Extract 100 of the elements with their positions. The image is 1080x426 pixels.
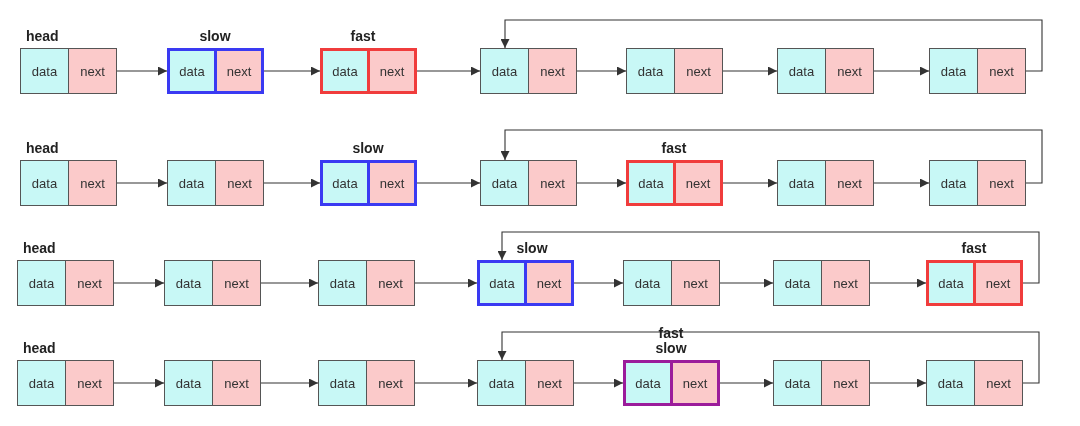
data-field: data [319, 261, 366, 305]
pointer-label: fast [961, 241, 987, 256]
data-field: data [929, 263, 973, 303]
pointer-label: slow [655, 341, 687, 356]
linked-list-node [477, 360, 574, 406]
arrow [500, 19, 1043, 72]
data-field: data [323, 51, 367, 91]
linked-list-node [929, 48, 1026, 94]
arrow [113, 278, 165, 288]
linked-list-node [20, 160, 117, 206]
linked-list-node [318, 360, 415, 406]
data-field: data [774, 261, 821, 305]
data-field: data [778, 161, 825, 205]
data-field: data [778, 49, 825, 93]
pointer-label: slow [516, 241, 548, 256]
next-field: next [673, 163, 720, 203]
next-field: next [825, 49, 873, 93]
linked-list-node [318, 260, 415, 306]
linked-list-node [477, 260, 574, 306]
arrow [113, 378, 165, 388]
pointer-label: slow [352, 141, 384, 156]
data-field: data [930, 49, 977, 93]
pointer-label: fast [661, 141, 687, 156]
next-field: next [977, 49, 1025, 93]
next-field: next [366, 261, 414, 305]
data-field: data [930, 161, 977, 205]
data-field: data [478, 361, 525, 405]
pointer-label: head [23, 341, 56, 356]
linked-list-node [926, 260, 1023, 306]
pointer-label: head [26, 141, 59, 156]
next-field: next [65, 361, 113, 405]
next-field: next [973, 263, 1020, 303]
next-field: next [68, 161, 116, 205]
data-field: data [323, 163, 367, 203]
arrow [416, 178, 481, 188]
linked-list-node [480, 48, 577, 94]
arrow [260, 278, 319, 288]
data-field: data [18, 361, 65, 405]
arrow [869, 278, 927, 288]
next-field: next [366, 361, 414, 405]
arrow [869, 378, 927, 388]
linked-list-node [773, 360, 870, 406]
linked-list-node [20, 48, 117, 94]
data-field: data [927, 361, 974, 405]
data-field: data [481, 161, 528, 205]
linked-list-node [773, 260, 870, 306]
linked-list-node [167, 48, 264, 94]
arrow [497, 231, 1040, 284]
linked-list-node [164, 360, 261, 406]
data-field: data [481, 49, 528, 93]
next-field: next [528, 161, 576, 205]
arrow [722, 178, 778, 188]
next-field: next [974, 361, 1022, 405]
arrow [576, 66, 627, 76]
next-field: next [671, 261, 719, 305]
next-field: next [674, 49, 722, 93]
arrow [722, 66, 778, 76]
data-field: data [165, 261, 212, 305]
linked-list-node [320, 160, 417, 206]
data-field: data [626, 363, 670, 403]
next-field: next [670, 363, 717, 403]
next-field: next [65, 261, 113, 305]
arrow [414, 278, 478, 288]
data-field: data [170, 51, 214, 91]
arrow [719, 378, 774, 388]
arrow [414, 378, 478, 388]
linked-list-node [623, 360, 720, 406]
next-field: next [528, 49, 576, 93]
linked-list-node [626, 48, 723, 94]
arrow [576, 178, 627, 188]
data-field: data [627, 49, 674, 93]
data-field: data [774, 361, 821, 405]
next-field: next [212, 361, 260, 405]
data-field: data [624, 261, 671, 305]
arrow [497, 331, 1040, 384]
arrow [116, 66, 168, 76]
arrow [873, 66, 930, 76]
linked-list-node [777, 160, 874, 206]
next-field: next [977, 161, 1025, 205]
next-field: next [367, 163, 414, 203]
arrow [263, 178, 321, 188]
data-field: data [21, 49, 68, 93]
next-field: next [821, 361, 869, 405]
linked-list-node [623, 260, 720, 306]
next-field: next [525, 361, 573, 405]
next-field: next [214, 51, 261, 91]
arrow [719, 278, 774, 288]
arrow [260, 378, 319, 388]
next-field: next [215, 161, 263, 205]
arrow [416, 66, 481, 76]
arrow [573, 378, 624, 388]
pointer-label: fast [350, 29, 376, 44]
arrow [116, 178, 168, 188]
linked-list-node [167, 160, 264, 206]
next-field: next [821, 261, 869, 305]
pointer-label: head [26, 29, 59, 44]
linked-list-node [626, 160, 723, 206]
data-field: data [629, 163, 673, 203]
data-field: data [21, 161, 68, 205]
data-field: data [168, 161, 215, 205]
